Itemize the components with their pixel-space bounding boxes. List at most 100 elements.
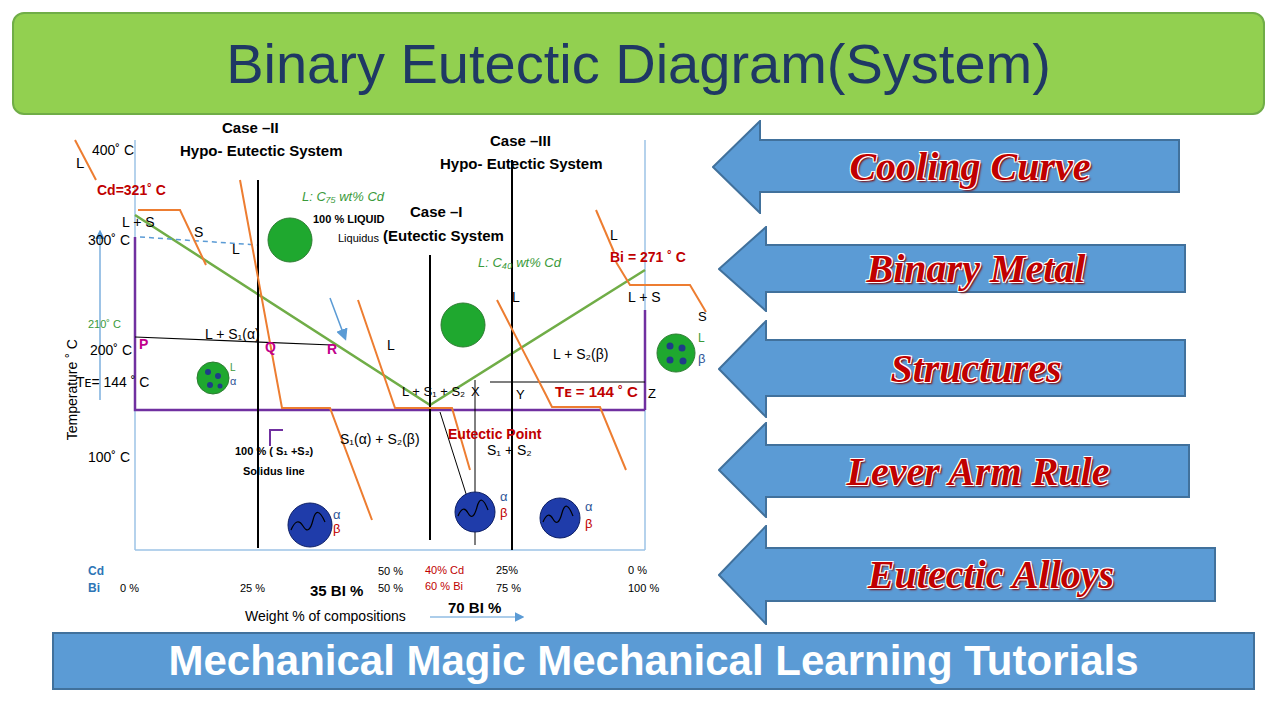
topic-text: Eutectic Alloys (766, 548, 1216, 601)
diagram-label: Cd (88, 565, 104, 578)
diagram-label: Bi = 271 ˚ C (610, 250, 686, 265)
diagram-label: 0 % (628, 564, 647, 576)
diagram-label: 60 % Bi (425, 580, 463, 592)
diagram-label: 50 % (378, 565, 403, 577)
diagram-label: L (698, 332, 705, 345)
diagram-label: Case –I (410, 204, 463, 221)
diagram-label: 100 % (628, 582, 659, 594)
diagram-label: 75 % (496, 582, 521, 594)
diagram-label: L (230, 362, 236, 373)
frame-line (644, 140, 646, 550)
leader-arrow (330, 298, 345, 338)
diagram-label: Weight % of compositions (245, 609, 406, 624)
topic-arrow: Binary Metal (718, 226, 1186, 312)
caption-band: Mechanical Magic Mechanical Learning Tut… (52, 632, 1255, 690)
diagram-label: S₁(α) + S₂(β) (340, 432, 420, 447)
topic-text: Structures (766, 340, 1186, 396)
topic-text: Cooling Curve (760, 140, 1180, 192)
diagram-label: 25% (496, 564, 518, 576)
diagram-label: 400˚ C (92, 143, 134, 158)
diagram-label: Solidus line (243, 465, 305, 477)
diagram-label: L (232, 242, 240, 257)
topic-arrow: Eutectic Alloys (718, 525, 1216, 625)
diagram-label: 100 % LIQUID (313, 213, 385, 225)
diagram-label: β (585, 517, 592, 531)
diagram-label: α (230, 375, 236, 387)
diagram-label: L (512, 290, 520, 305)
diagram-label: L + S₁(α) (205, 327, 260, 342)
diagram-label: Hypo- Eutectic System (440, 156, 603, 173)
diagram-label: Hypo- Eutectic System (180, 143, 343, 160)
topic-arrow: Structures (718, 320, 1186, 418)
diagram-label: 40% Cd (425, 564, 464, 576)
diagram-label: β (333, 522, 340, 536)
composition-line (511, 160, 513, 550)
caption-text: Mechanical Magic Mechanical Learning Tut… (168, 637, 1138, 685)
diagram-label: 25 % (240, 582, 265, 594)
diagram-label: L (610, 228, 618, 243)
diagram-label: Case –II (222, 120, 279, 137)
mixed-circle (657, 334, 695, 372)
diagram-label: S (698, 310, 707, 324)
diagram-label: L + S (122, 215, 155, 230)
topic-arrow: Lever Arm Rule (718, 422, 1190, 518)
diagram-label: 70 BI % (448, 600, 501, 617)
diagram-label: L (76, 155, 84, 172)
bracket (270, 430, 283, 446)
leader-line (440, 412, 468, 500)
diagram-label: Bi (88, 582, 100, 595)
diagram-label: α (333, 508, 341, 522)
diagram-label: L: C₄₀ wt% Cd (478, 256, 561, 270)
composition-axis (430, 616, 522, 617)
diagram-label: α (500, 490, 508, 504)
diagram-label: 35 BI % (310, 583, 363, 600)
diagram-label: R (327, 342, 337, 357)
diagram-label: Z (648, 387, 656, 401)
solid-circle (288, 492, 580, 547)
diagram-label: 300˚ C (88, 233, 130, 248)
diagram-label: 100˚ C (88, 450, 130, 465)
cooling-curve (75, 140, 706, 520)
diagram-label: S₁ + S₂ (487, 443, 532, 458)
diagram-label: L (387, 338, 395, 353)
diagram-label: X (471, 385, 480, 399)
topic-text: Lever Arm Rule (766, 445, 1190, 497)
diagram-label: (Eutectic System (383, 228, 504, 245)
diagram-label: P (139, 337, 148, 352)
diagram-label: Tᴇ = 144 ˚ C (555, 384, 638, 401)
solidus-line (644, 310, 647, 410)
diagram-label: Temperature ˚ C (65, 339, 80, 440)
diagram-label: Case –III (490, 133, 551, 150)
diagram-label: 0 % (120, 582, 139, 594)
diagram-label: Q (265, 340, 276, 355)
title-text: Binary Eutectic Diagram(System) (226, 31, 1051, 96)
diagram-label: 50 % (378, 582, 403, 594)
diagram-label: L + S₂(β) (553, 347, 608, 362)
liquidus-line (135, 215, 645, 405)
diagram-label: β (698, 352, 705, 366)
diagram-label: S (194, 225, 203, 240)
frame-line (135, 549, 645, 551)
diagram-label: 200˚ C (90, 343, 132, 358)
topic-arrow: Cooling Curve (712, 120, 1180, 214)
mixed-circle (197, 362, 229, 394)
diagram-label: L + S (628, 290, 661, 305)
diagram-label: 100 % ( S₁ +S₂) (235, 445, 313, 457)
title-band: Binary Eutectic Diagram(System) (12, 12, 1265, 115)
diagram-label: Tᴇ= 144 ˚ C (76, 375, 149, 390)
diagram-label: L: C₇₅ wt% Cd (302, 190, 384, 204)
diagram-label: L + S₁ + S₂ (402, 385, 465, 399)
diagram-label: α (585, 500, 593, 514)
liquid-circle (268, 218, 312, 262)
tie-line (490, 381, 645, 382)
diagram-label: Eutectic Point (448, 427, 541, 442)
diagram-label: Y (516, 388, 525, 402)
diagram-label: Cd=321˚ C (97, 183, 166, 198)
liquid-circle (441, 303, 485, 347)
diagram-label: 210˚ C (88, 318, 121, 330)
topic-text: Binary Metal (766, 245, 1186, 292)
diagram-label: β (500, 506, 507, 520)
composition-line (257, 180, 259, 548)
diagram-label: Liquidus (338, 232, 379, 244)
